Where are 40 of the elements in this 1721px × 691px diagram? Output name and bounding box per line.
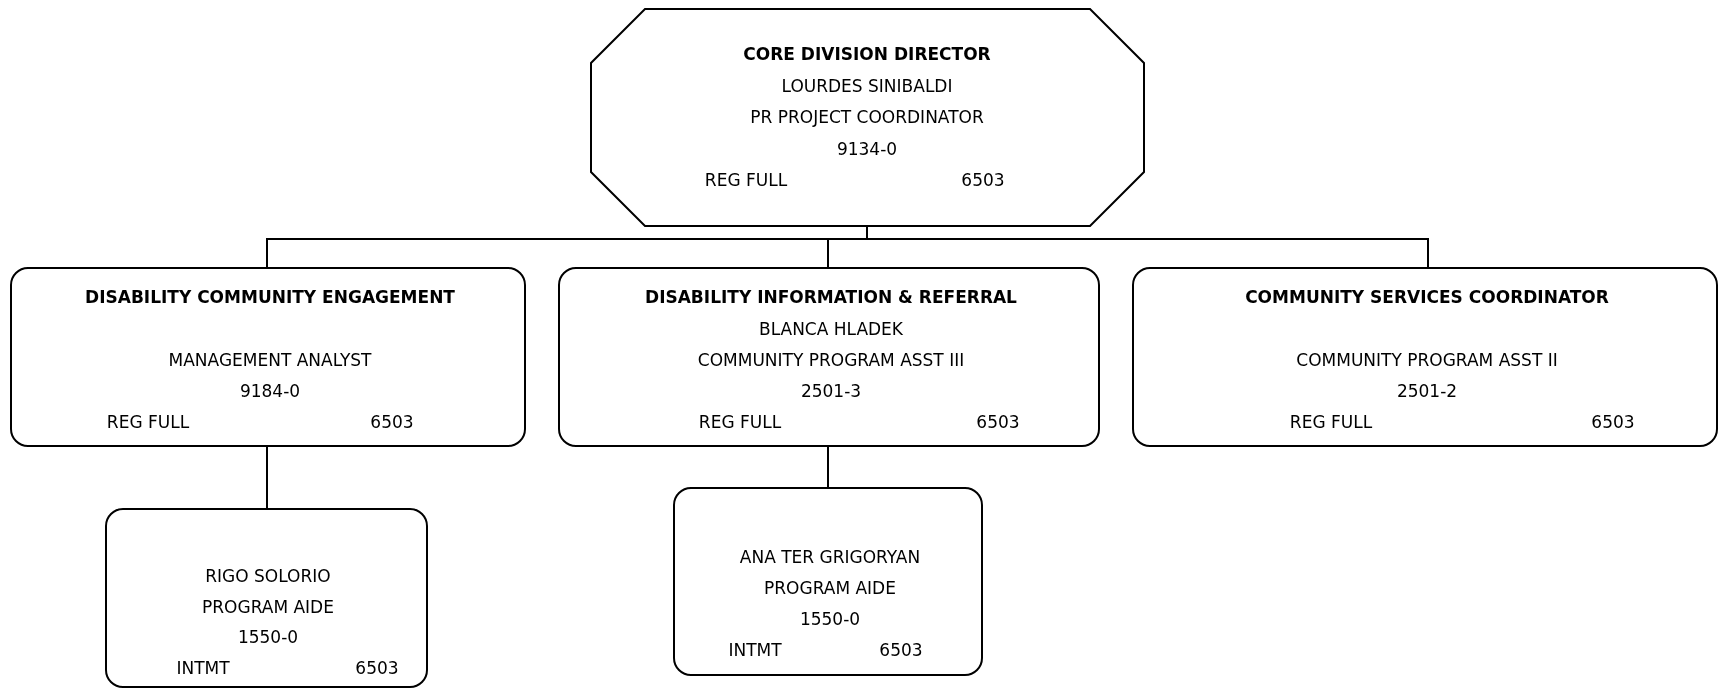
position-text: REG FULL [106,411,190,433]
position-text: REG FULL [704,169,788,191]
position-text: RIGO SOLORIO [205,565,331,587]
position-box [558,267,1100,447]
position-text: MANAGEMENT ANALYST [168,349,372,371]
director-octagon [590,8,1145,227]
position-text: 1550-0 [799,608,861,630]
position-text: REG FULL [1289,411,1373,433]
position-text: 6503 [976,411,1020,433]
unit-heading: CORE DIVISION DIRECTOR [743,43,991,65]
position-text: PROGRAM AIDE [764,577,896,599]
position-text: 2501-3 [800,380,862,402]
position-text: PROGRAM AIDE [202,596,334,618]
position-text: INTMT [728,639,782,661]
position-text: PR PROJECT COORDINATOR [750,106,984,128]
position-text: 9184-0 [239,380,301,402]
position-text: LOURDES SINIBALDI [781,75,953,97]
position-text: 1550-0 [237,626,299,648]
position-text: COMMUNITY PROGRAM ASST III [697,349,965,371]
unit-heading: DISABILITY COMMUNITY ENGAGEMENT [85,286,455,308]
position-box [10,267,526,447]
position-text: COMMUNITY PROGRAM ASST II [1296,349,1558,371]
position-box [105,508,428,688]
position-text: 6503 [370,411,414,433]
connector-line [266,446,268,509]
position-text: REG FULL [698,411,782,433]
position-text: 6503 [355,657,399,679]
position-box [673,487,983,676]
position-text: 6503 [961,169,1005,191]
connector-line [827,446,829,488]
position-text: 6503 [1591,411,1635,433]
position-text: 9134-0 [836,138,898,160]
position-box [1132,267,1718,447]
unit-heading: DISABILITY INFORMATION & REFERRAL [645,286,1017,308]
position-text: 6503 [879,639,923,661]
position-text: ANA TER GRIGORYAN [739,546,921,568]
position-text: INTMT [176,657,230,679]
position-text: 2501-2 [1396,380,1458,402]
position-text: BLANCA HLADEK [759,318,903,340]
unit-heading: COMMUNITY SERVICES COORDINATOR [1245,286,1609,308]
